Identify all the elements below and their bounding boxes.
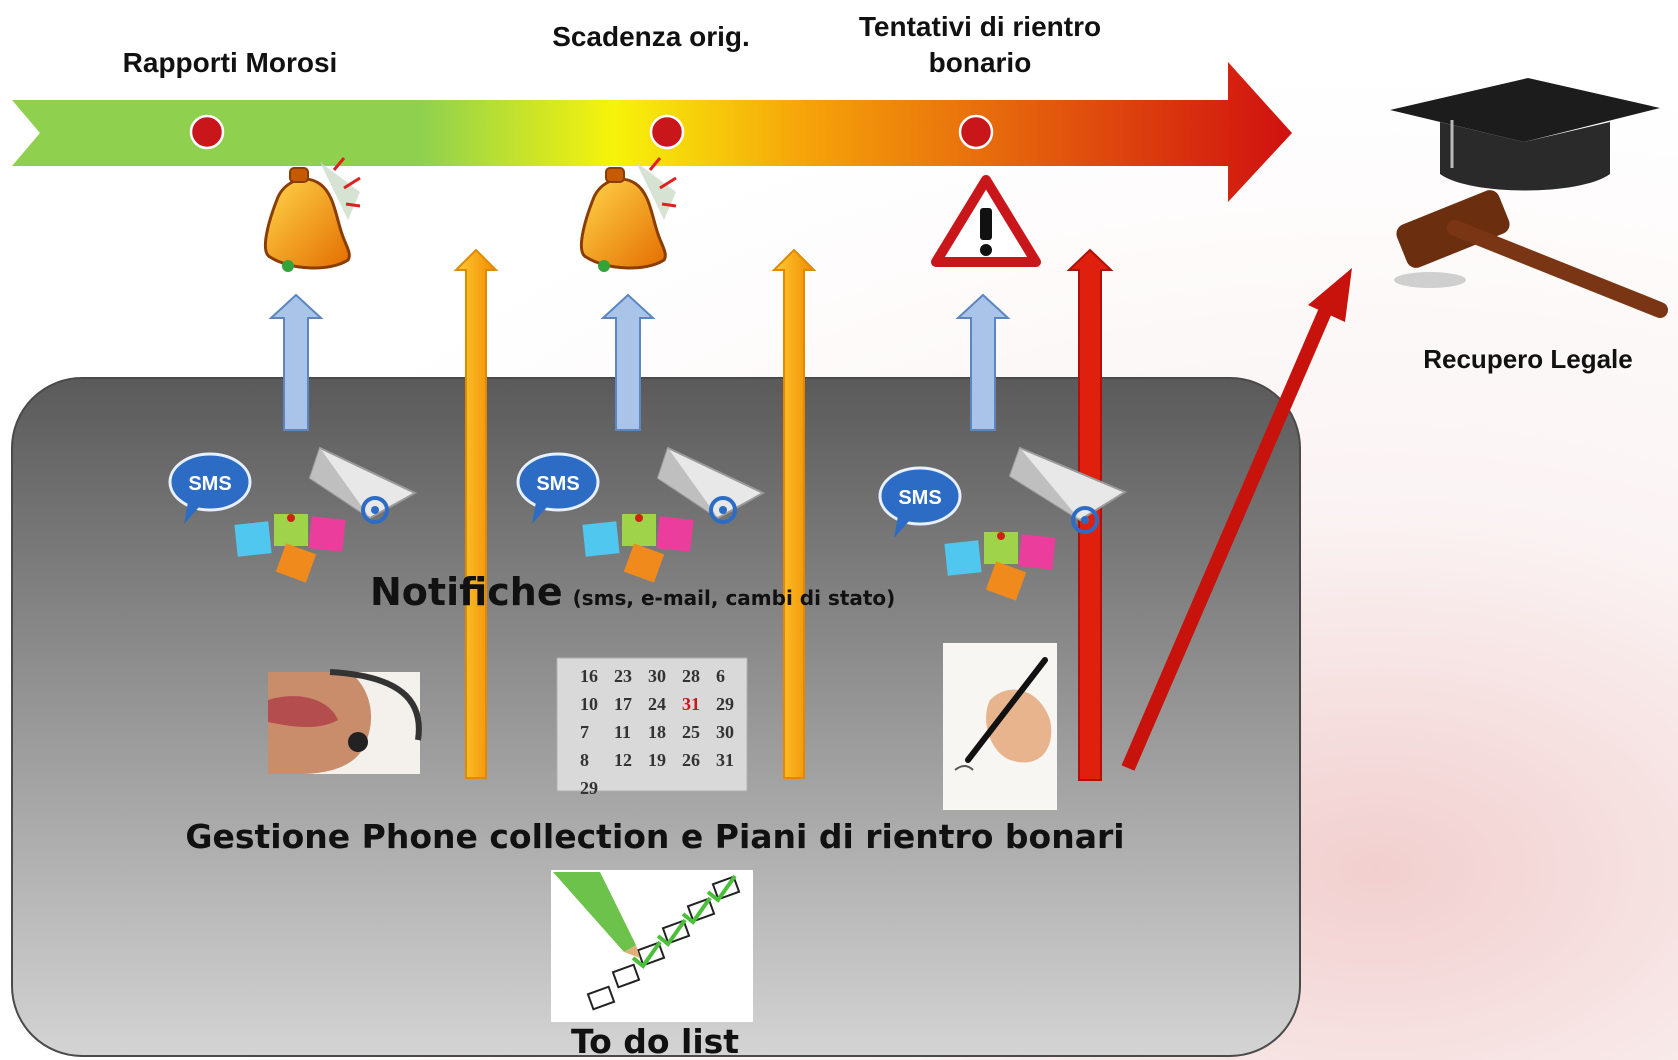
calendar-day: 12 xyxy=(614,750,632,770)
svg-text:SMS: SMS xyxy=(898,487,941,509)
headset-operator-icon xyxy=(268,669,422,774)
stage-label-tentativi-line1: Tentativi di rientro xyxy=(859,11,1101,42)
calendar-day: 17 xyxy=(614,694,632,714)
sticky-notes-icon xyxy=(234,514,346,583)
calendar-day: 31 xyxy=(716,750,734,770)
blue-up-arrow xyxy=(955,293,1011,431)
bell-icon xyxy=(579,157,677,272)
notifications-label: Notifiche(sms, e-mail, cambi di stato) xyxy=(370,570,895,614)
warning-icon xyxy=(931,175,1041,267)
sms-icon: SMS xyxy=(168,452,252,524)
calendar-day: 16 xyxy=(580,666,598,686)
notification-group: SMS xyxy=(516,446,766,583)
todo-label: To do list xyxy=(571,1022,739,1060)
email-icon xyxy=(1008,446,1128,534)
email-icon xyxy=(656,446,766,524)
calendar-day: 29 xyxy=(716,694,734,714)
calendar-day: 7 xyxy=(580,722,589,742)
calendar-day: 23 xyxy=(614,666,632,686)
stage-label-scadenza: Scadenza orig. xyxy=(552,21,750,52)
calendar-day: 31 xyxy=(682,694,700,714)
legal-escalation-arrow xyxy=(1121,268,1352,771)
red-up-arrow xyxy=(1066,248,1114,781)
calendar-day: 28 xyxy=(682,666,700,686)
calendar-day: 8 xyxy=(580,750,589,770)
stage-label-rapporti-morosi: Rapporti Morosi xyxy=(123,47,338,78)
gavel-icon xyxy=(1394,190,1668,318)
calendar-day: 6 xyxy=(716,666,725,686)
calendar-day: 18 xyxy=(648,722,666,742)
sms-icon: SMS xyxy=(516,452,600,524)
calendar-day: 24 xyxy=(648,694,666,714)
orange-up-arrow xyxy=(453,248,499,779)
stage-marker xyxy=(189,114,225,150)
stage-label-tentativi-line2: bonario xyxy=(929,47,1032,78)
calendar-day: 30 xyxy=(716,722,734,742)
notification-group: SMS xyxy=(168,446,418,583)
signing-hand-icon xyxy=(943,643,1057,810)
sticky-notes-icon xyxy=(944,532,1056,601)
calendar-day: 10 xyxy=(580,694,598,714)
graduation-cap-icon xyxy=(1390,78,1660,191)
calendar-icon: 16 23 30 28 6 10 17 24 31 29 7 11 18 25 30 8 12 19 26 31 29 xyxy=(556,657,748,798)
notification-group: SMS xyxy=(878,446,1128,601)
stage-marker xyxy=(958,114,994,150)
management-label: Gestione Phone collection e Piani di rie… xyxy=(185,817,1124,856)
sms-icon: SMS xyxy=(878,466,962,538)
calendar-day: 29 xyxy=(580,778,598,798)
calendar-day: 26 xyxy=(682,750,700,770)
stage-marker xyxy=(649,114,685,150)
calendar-day: 25 xyxy=(682,722,700,742)
email-icon xyxy=(308,446,418,524)
svg-text:SMS: SMS xyxy=(188,473,231,495)
calendar-day: 19 xyxy=(648,750,666,770)
bell-icon xyxy=(263,157,361,272)
svg-text:SMS: SMS xyxy=(536,473,579,495)
blue-up-arrow xyxy=(600,293,656,431)
legal-recovery-label: Recupero Legale xyxy=(1423,344,1633,374)
blue-up-arrow xyxy=(268,293,324,431)
orange-up-arrow xyxy=(771,248,817,779)
sticky-notes-icon xyxy=(582,514,694,583)
calendar-day: 11 xyxy=(614,722,631,742)
todo-checklist-icon xyxy=(551,870,753,1022)
calendar-day: 30 xyxy=(648,666,666,686)
